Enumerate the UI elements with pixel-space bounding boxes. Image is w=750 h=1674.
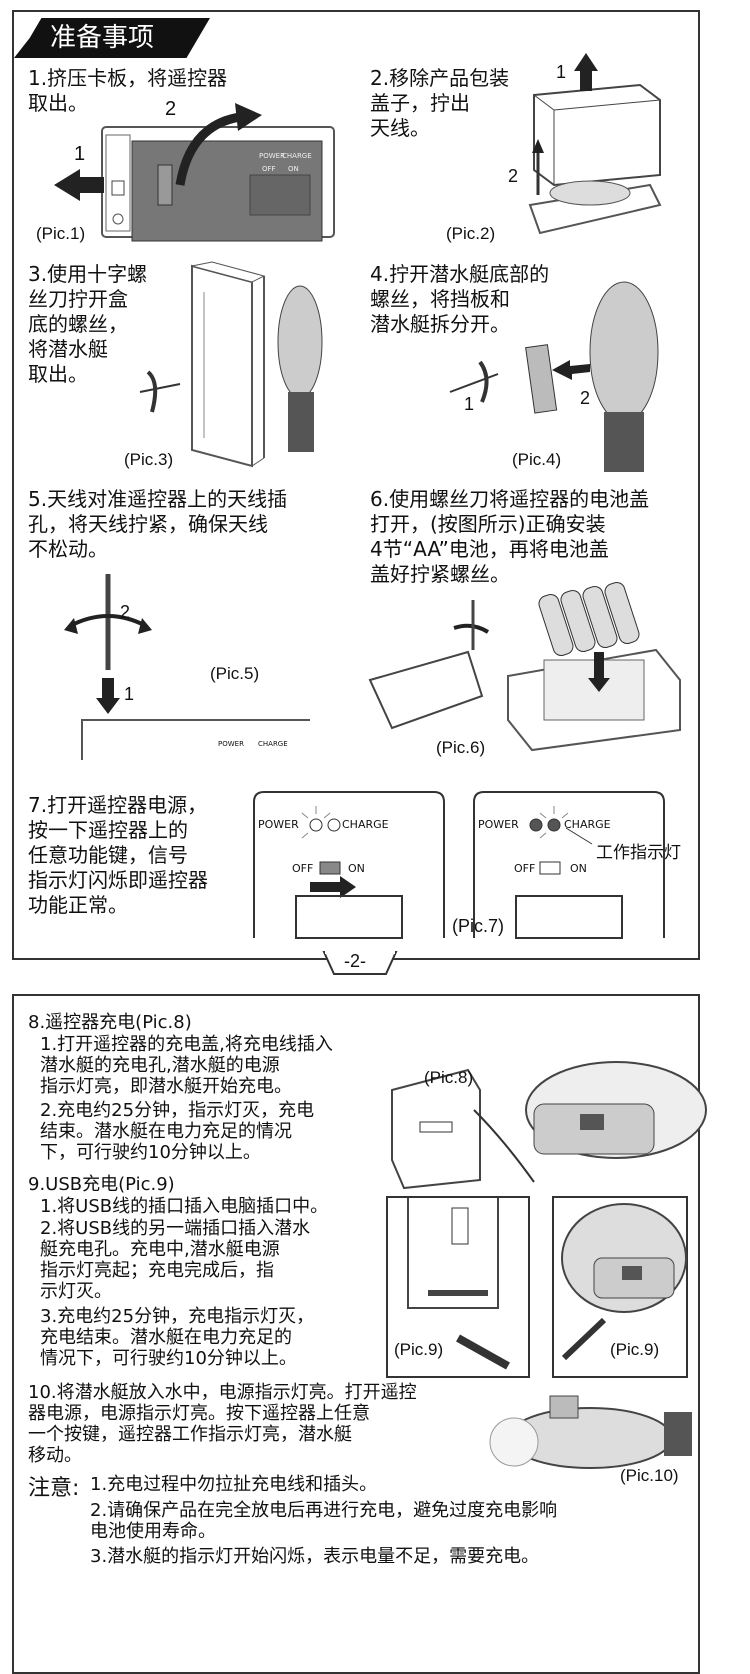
pic4-caption: (Pic.4) — [512, 450, 561, 470]
notes-label: 注意: — [28, 1470, 79, 1502]
page-number: -2- — [344, 951, 366, 972]
pic1-charge-label: CHARGE — [282, 152, 312, 160]
pic5-caption: (Pic.5) — [210, 664, 259, 684]
pic2-package-illustration — [510, 55, 670, 235]
pic7b-on-label: ON — [570, 862, 587, 875]
section-9-item-3: 3.充电约25分钟，充电指示灯灭， 充电结束。潜水艇在电力充足的 情况下，可行驶… — [40, 1306, 314, 1369]
note-2: 2.请确保产品在完全放电后再进行充电，避免过度充电影响 电池使用寿命。 — [90, 1500, 557, 1542]
pic7b-power-label: POWER — [478, 818, 519, 831]
pic2-arrow-number-1: 1 — [556, 62, 566, 83]
pic7a-power-label: POWER — [258, 818, 299, 831]
pic6-caption: (Pic.6) — [436, 738, 485, 758]
pic1-on-label: ON — [288, 165, 299, 173]
section-9-item-1: 1.将USB线的插口插入电脑插口中。 — [40, 1196, 328, 1217]
pic5-arrow-number-2: 2 — [120, 602, 130, 623]
pic8-caption: (Pic.8) — [424, 1068, 473, 1088]
pic7a-charge-label: CHARGE — [342, 818, 389, 831]
step-7-text: 7.打开遥控器电源， 按一下遥控器上的 任意功能键，信号 指示灯闪烁即遥控器 功… — [28, 793, 208, 918]
section-title-banner: 准备事项 — [14, 18, 210, 58]
pic1-off-label: OFF — [262, 165, 276, 173]
pic3-case-illustration — [140, 262, 340, 472]
pic1-caption: (Pic.1) — [36, 224, 85, 244]
pic2-caption: (Pic.2) — [446, 224, 495, 244]
pic3-caption: (Pic.3) — [124, 450, 173, 470]
pic2-arrow-number-2: 2 — [508, 166, 518, 187]
pic5-power-label: POWER — [218, 740, 244, 748]
pic7b-off-label: OFF — [514, 862, 535, 875]
pic5-antenna-illustration — [60, 570, 320, 760]
section-8-item-2: 2.充电约25分钟，指示灯灭，充电 结束。潜水艇在电力充足的情况 下，可行驶约1… — [40, 1100, 314, 1163]
section-9-heading: 9.USB充电(Pic.9) — [28, 1174, 175, 1195]
pic9-left-caption: (Pic.9) — [394, 1340, 443, 1360]
pic7a-on-label: ON — [348, 862, 365, 875]
pic7b-charge-label: CHARGE — [564, 818, 611, 831]
step-3-text: 3.使用十字螺 丝刀拧开盒 底的螺丝， 将潜水艇 取出。 — [28, 262, 147, 387]
note-3: 3.潜水艇的指示灯开始闪烁，表示电量不足，需要充电。 — [90, 1546, 539, 1567]
pic10-caption: (Pic.10) — [620, 1466, 679, 1486]
section-8-heading: 8.遥控器充电(Pic.8) — [28, 1012, 192, 1033]
work-indicator-label: 工作指示灯 — [596, 838, 681, 863]
pic7a-off-label: OFF — [292, 862, 313, 875]
pic5-arrow-number-1: 1 — [124, 684, 134, 705]
step-2-text: 2.移除产品包装 盖子，拧出 天线。 — [370, 66, 509, 141]
pic4-arrow-number-2: 2 — [580, 388, 590, 409]
pic9-right-caption: (Pic.9) — [610, 1340, 659, 1360]
section-9-item-2: 2.将USB线的另一端插口插入潜水 艇充电孔。充电中,潜水艇电源 指示灯亮起；充… — [40, 1218, 310, 1302]
note-1: 1.充电过程中勿拉扯充电线和插头。 — [90, 1474, 377, 1495]
step-6-text: 6.使用螺丝刀将遥控器的电池盖 打开，(按图所示)正确安装 4节“AA”电池，再… — [370, 487, 649, 587]
pic4-arrow-number-1: 1 — [464, 394, 474, 415]
pic7-caption: (Pic.7) — [452, 916, 504, 937]
section-8-item-1: 1.打开遥控器的充电盖,将充电线插入 潜水艇的充电孔,潜水艇的电源 指示灯亮，即… — [40, 1034, 333, 1097]
section-10-text: 10.将潜水艇放入水中，电源指示灯亮。打开遥控 器电源，电源指示灯亮。按下遥控器… — [28, 1382, 417, 1466]
pic6-battery-illustration — [360, 580, 690, 760]
pic5-charge-label: CHARGE — [258, 740, 288, 748]
pic1-arrow-number-1: 1 — [74, 143, 85, 166]
step-5-text: 5.天线对准遥控器上的天线插 孔，将天线拧紧，确保天线 不松动。 — [28, 487, 287, 562]
pic1-arrow-number-2: 2 — [165, 98, 176, 121]
